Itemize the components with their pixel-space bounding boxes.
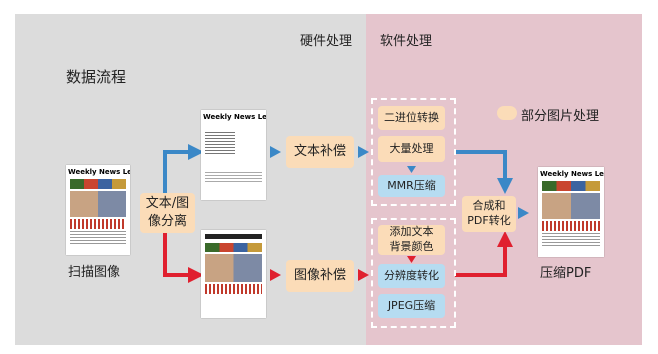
software-header: 软件处理: [380, 34, 433, 49]
small-down-arrow: [407, 166, 416, 173]
text-processing-group: [371, 98, 456, 206]
bulk-box: 大量处理: [378, 136, 445, 162]
blue-arrow-separate-to-text: [163, 144, 204, 198]
blue-arrow-to-merge: [455, 150, 513, 194]
pdf-label: 压缩PDF: [540, 266, 592, 281]
red-arrow-separate-to-image: [163, 230, 204, 283]
resolution-box: 分辨度转化: [378, 264, 445, 288]
merge-box: 合成和 PDF转化: [462, 196, 516, 232]
binary-box: 二进位转换: [378, 106, 445, 130]
scanned-document: Weekly News Letter: [66, 165, 130, 255]
blue-arrow-comp-to-software: [358, 146, 369, 158]
image-document: [201, 230, 266, 318]
text-doc-title: Weekly News Letter: [203, 113, 266, 121]
scan-label: 扫描图像: [68, 265, 121, 280]
pdf-doc-title: Weekly News Letter: [540, 170, 604, 178]
text-document: Weekly News Letter: [201, 110, 266, 200]
red-arrow-image-to-comp: [270, 269, 281, 281]
mmr-box: MMR压缩: [378, 175, 445, 197]
legend-label: 部分图片处理: [521, 109, 600, 124]
text-comp-box: 文本补偿: [286, 136, 354, 168]
image-processing-group: [371, 218, 456, 328]
red-arrow-to-merge: [455, 231, 513, 277]
add-bg-box: 添加文本 背景颜色: [378, 225, 445, 255]
arrow-merge-to-pdf: [518, 207, 529, 219]
separate-box: 文本/图 像分离: [140, 193, 195, 233]
blue-arrow-text-to-comp: [270, 146, 281, 158]
pdf-document: Weekly News Letter: [538, 167, 604, 257]
legend-swatch: [497, 106, 517, 120]
small-down-arrow-red: [407, 256, 416, 263]
page-title: 数据流程: [66, 68, 127, 86]
image-comp-box: 图像补偿: [286, 260, 354, 292]
newsletter-title: Weekly News Letter: [68, 168, 130, 176]
red-arrow-comp-to-software: [358, 269, 369, 281]
jpeg-box: JPEG压缩: [378, 294, 445, 318]
hardware-header: 硬件处理: [300, 34, 353, 49]
